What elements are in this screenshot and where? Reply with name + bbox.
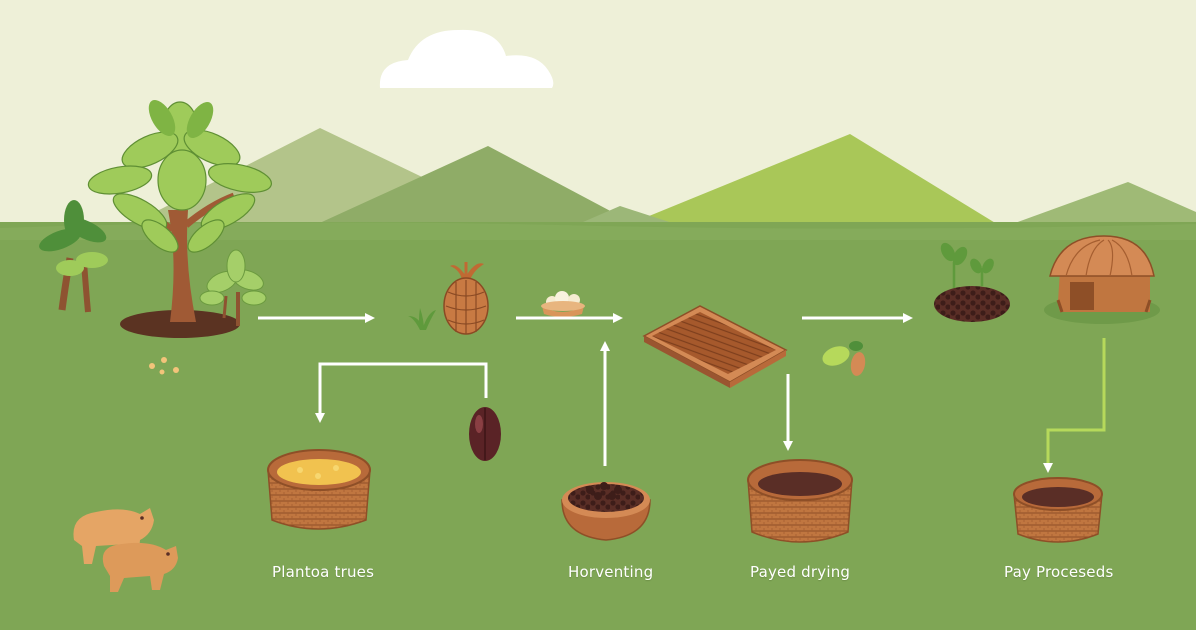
leaf-sprout-icon	[822, 341, 866, 376]
bean-pulp-bowl-icon	[541, 291, 585, 317]
sprouting-beans-icon	[934, 242, 1010, 322]
small-tree-icon	[199, 249, 267, 326]
flowers-icon	[149, 357, 179, 375]
fermented-pulp-basket-icon	[267, 449, 371, 530]
stage-label-processed: Pay Proceseds	[1004, 563, 1114, 581]
drying-basket-icon	[747, 459, 853, 543]
ground	[0, 222, 1196, 630]
arrow-hut-to-basket	[1043, 338, 1106, 473]
cloud-icon	[379, 29, 554, 88]
storage-hut-icon	[1044, 235, 1160, 324]
capybara-icon	[73, 508, 178, 592]
beans-bowl-icon	[561, 482, 651, 541]
arrow-fruit-to-basket	[315, 362, 488, 423]
stage-label-plant: Plantoa trues	[272, 563, 375, 581]
palm-tree-icon	[39, 200, 108, 313]
flow-arrows	[258, 313, 1106, 473]
cacao-pod-icon	[443, 262, 489, 335]
drying-tray-icon	[642, 305, 788, 388]
stage-label-drying: Payed drying	[750, 563, 851, 581]
processed-basket-icon	[1013, 477, 1103, 543]
seedling-icon	[408, 308, 436, 330]
stage-label-harvest: Horventing	[568, 563, 654, 581]
cacao-tree-icon	[87, 99, 273, 338]
cacao-fruit-icon	[469, 407, 501, 461]
